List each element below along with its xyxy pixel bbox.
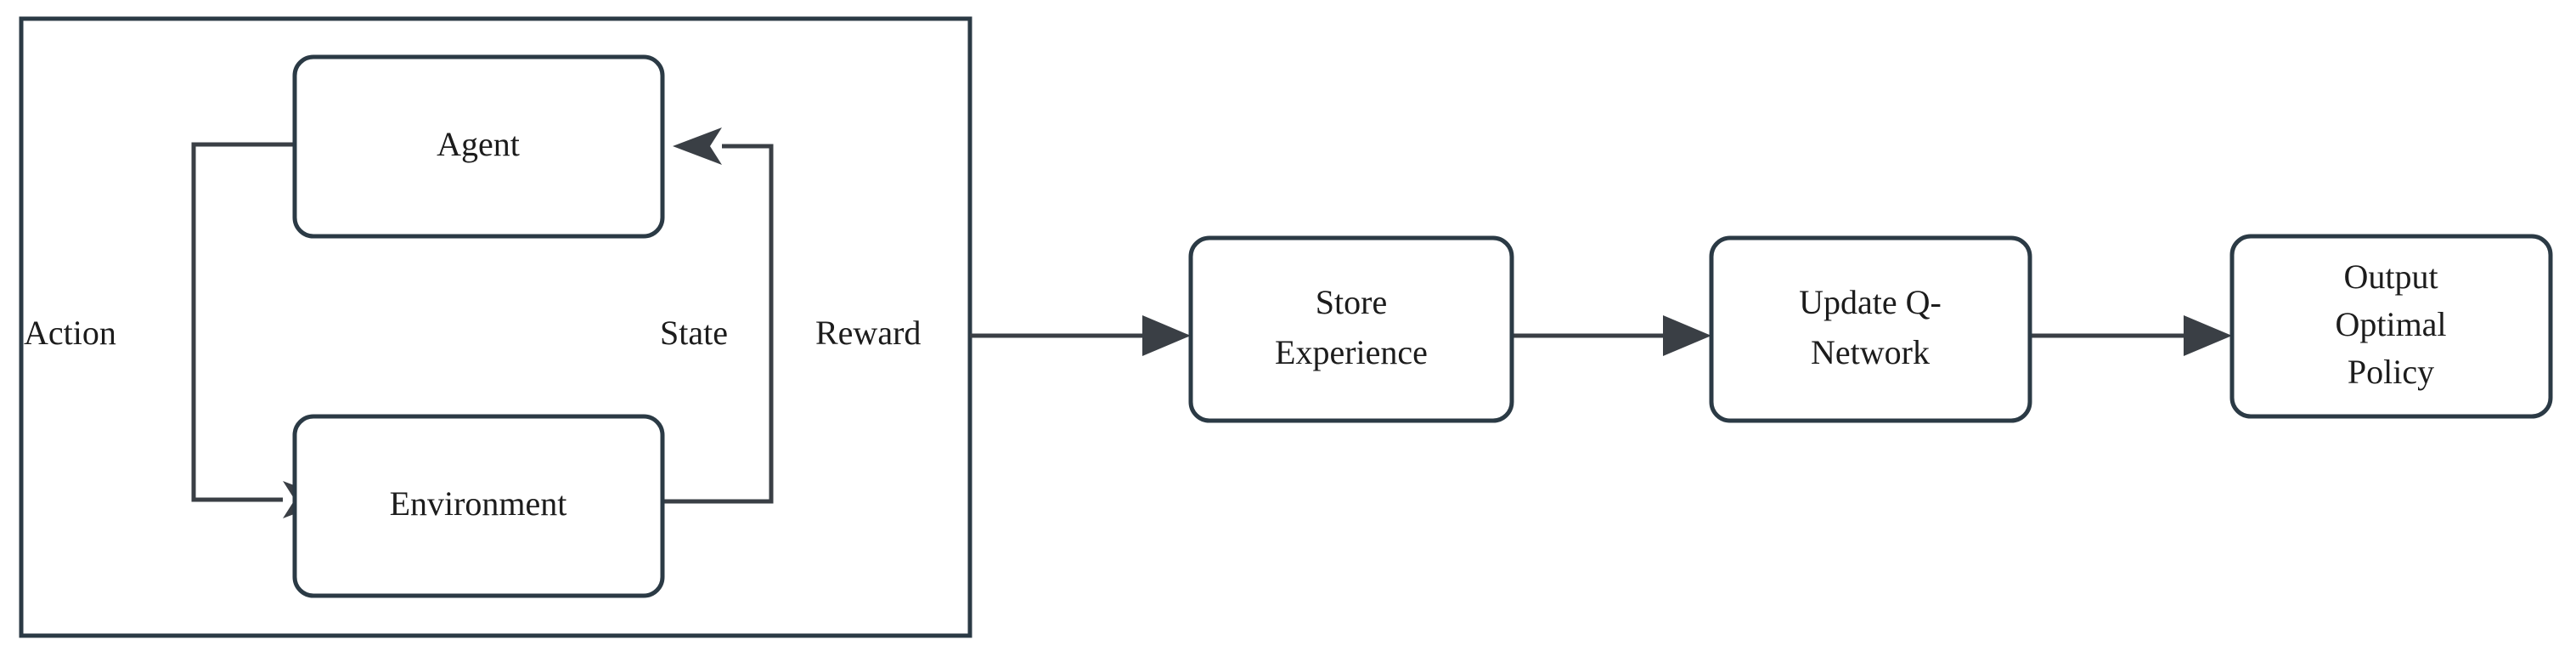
node-agent-shape	[292, 54, 665, 239]
node-agent[interactable]: Agent	[292, 54, 665, 239]
node-store-experience-label-line-1: Store	[1316, 283, 1387, 321]
node-output-optimal-policy-label-line-3: Policy	[2348, 353, 2434, 391]
node-store-experience[interactable]: Store Experience	[1188, 235, 1514, 423]
state-edge-path	[662, 144, 774, 504]
reward-arrow-head	[1142, 315, 1191, 356]
node-update-q-network[interactable]: Update Q- Network	[1709, 235, 2032, 423]
node-output-optimal-policy-label-line-2: Optimal	[2335, 305, 2446, 343]
node-output-optimal-policy-shape	[2229, 234, 2553, 419]
edge-label-reward: Reward	[815, 314, 921, 352]
node-update-q-network-label-line-1: Update Q-	[1799, 283, 1942, 321]
node-environment-shape	[292, 414, 665, 598]
edge-label-action: Action	[24, 314, 116, 352]
node-output-optimal-policy-label-line-1: Output	[2343, 257, 2438, 296]
node-output-optimal-policy[interactable]: Output Optimal Policy	[2229, 234, 2553, 419]
action-edge-path	[191, 142, 295, 502]
store-to-update-arrow-head	[1663, 315, 1711, 356]
node-store-experience-shape	[1188, 235, 1514, 423]
node-update-q-network-shape	[1709, 235, 2032, 423]
node-agent-label: Agent	[437, 125, 520, 163]
edge-label-state: State	[660, 314, 728, 352]
node-environment-label: Environment	[390, 484, 567, 523]
rl-loop-container	[19, 16, 972, 638]
node-update-q-network-label-line-2: Network	[1811, 333, 1930, 371]
state-arrow-head	[673, 127, 722, 165]
update-to-output-arrow-head	[2184, 315, 2232, 356]
node-store-experience-label-line-2: Experience	[1275, 333, 1428, 371]
node-environment[interactable]: Environment	[292, 414, 665, 598]
